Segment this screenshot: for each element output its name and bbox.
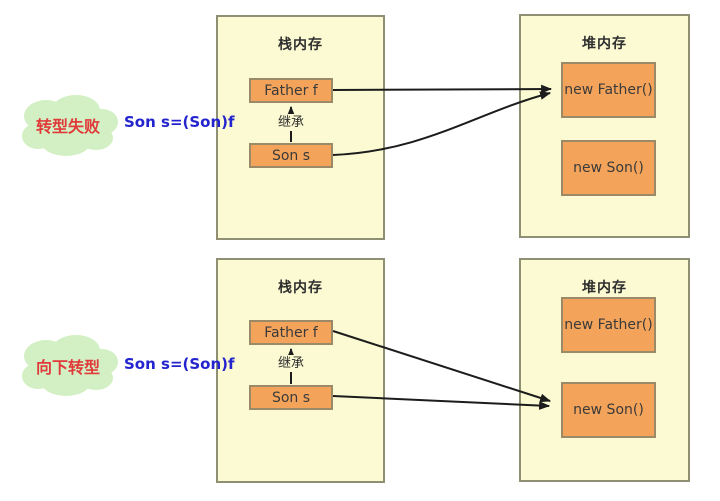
inherit-label: 继承: [276, 355, 306, 372]
stack-memory-title: 栈内存: [278, 37, 323, 53]
heap-memory-box: 堆内存: [519, 258, 690, 482]
cloud-shape-icon: [22, 335, 118, 396]
son-ref-box: Son s: [249, 143, 333, 168]
new-father-object-box: new Father(): [561, 62, 656, 118]
cloud-label: 转型失败: [35, 117, 100, 136]
new-father-object-box: new Father(): [561, 297, 656, 353]
code-statement: Son s=(Son)f: [124, 355, 235, 373]
code-statement: Son s=(Son)f: [124, 113, 235, 131]
cloud-label: 向下转型: [35, 358, 100, 377]
stack-memory-title: 栈内存: [278, 280, 323, 296]
heap-memory-title: 堆内存: [582, 36, 627, 52]
new-son-object-box: new Son(): [561, 140, 656, 196]
heap-memory-box: 堆内存: [519, 14, 690, 238]
cloud-downcast: 向下转型: [18, 332, 118, 397]
father-ref-box: Father f: [249, 78, 333, 103]
heap-memory-title: 堆内存: [582, 280, 627, 296]
cloud-cast-fail: 转型失败: [18, 92, 118, 157]
cloud-shape-icon: [22, 95, 118, 156]
inherit-label: 继承: [276, 114, 306, 131]
son-ref-box: Son s: [249, 385, 333, 410]
father-ref-box: Father f: [249, 320, 333, 345]
new-son-object-box: new Son(): [561, 382, 656, 438]
